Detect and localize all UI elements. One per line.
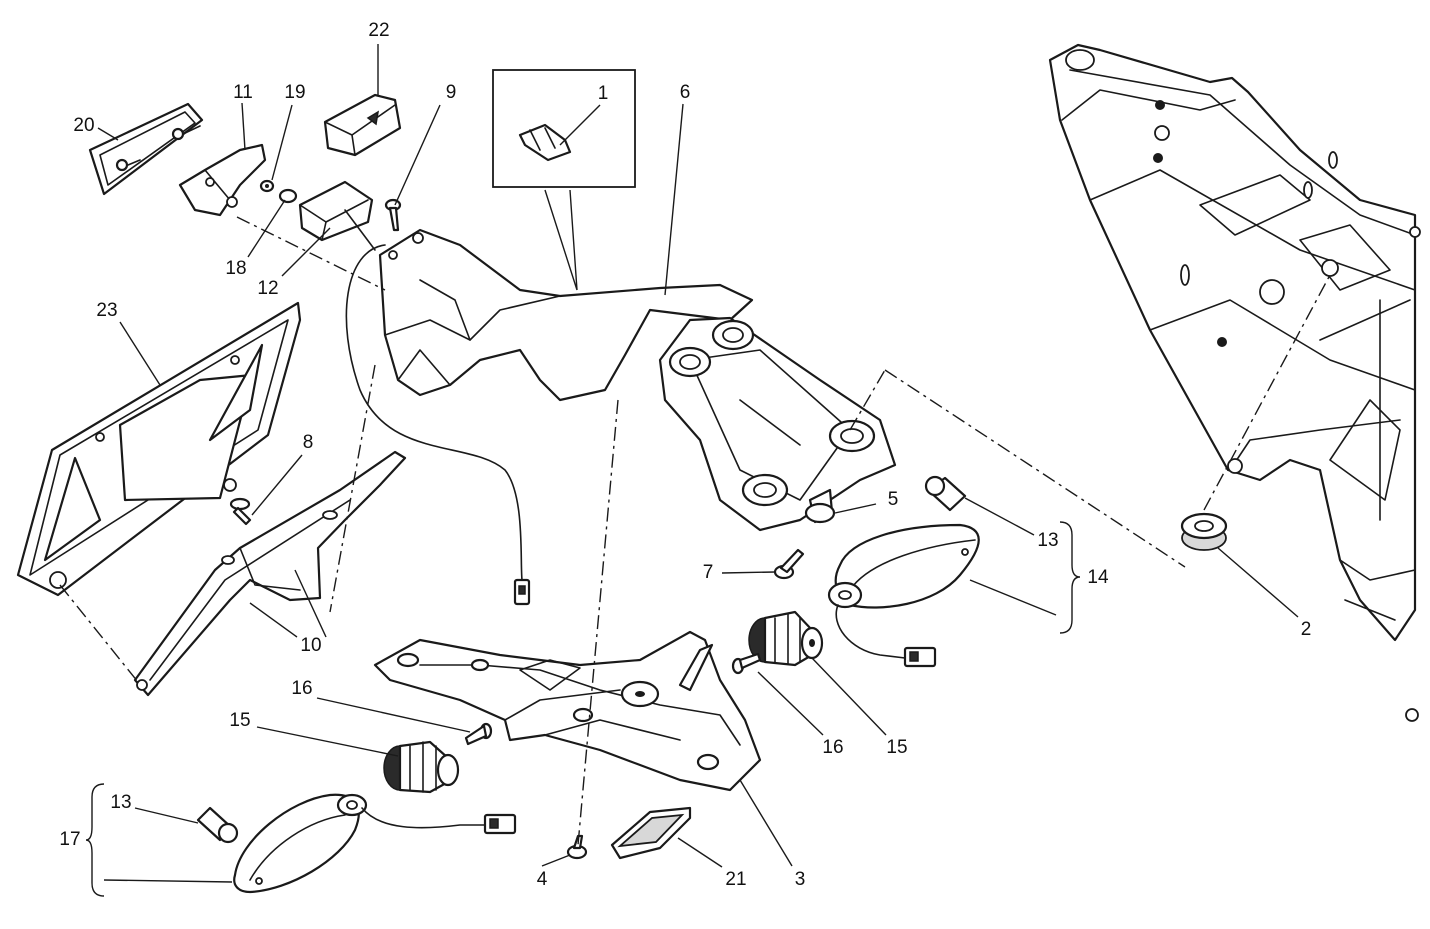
callout-22: 22 (368, 20, 389, 41)
callout-4: 4 (537, 869, 548, 890)
screw-16-left (464, 722, 493, 746)
detail-box (492, 69, 636, 188)
callout-13-right: 13 (1037, 530, 1058, 551)
screw-16-right (731, 652, 762, 675)
bulb-right (924, 475, 967, 512)
leader-lines (97, 44, 1299, 883)
cover (323, 93, 402, 157)
rubber-grommet (1180, 512, 1228, 551)
left-turn-signal (233, 793, 517, 894)
lower-bracket (373, 630, 762, 792)
spacer (804, 488, 836, 524)
callout-13-left: 13 (110, 792, 131, 813)
callout-11: 11 (233, 82, 253, 103)
callout-15-left: 15 (229, 710, 250, 731)
rubber-bellows-left (383, 740, 460, 794)
plate-bracket (133, 450, 407, 697)
mounting-plate (658, 316, 897, 532)
callout-2: 2 (1301, 619, 1312, 640)
callout-16-right: 16 (822, 737, 843, 758)
callout-6: 6 (680, 82, 691, 103)
group-brace-17 (85, 783, 105, 897)
callout-18: 18 (225, 258, 246, 279)
group-brace-14 (1059, 521, 1081, 634)
screw-9 (384, 198, 402, 232)
main-bracket (378, 228, 754, 402)
harness-cable (345, 244, 531, 606)
screw-4 (566, 834, 588, 860)
bulb-left (196, 806, 239, 844)
nut-18 (278, 188, 298, 204)
license-plate-holder (16, 301, 302, 597)
washer-19 (259, 179, 275, 193)
callout-7: 7 (703, 562, 714, 583)
callout-10: 10 (300, 635, 321, 656)
control-unit (298, 180, 376, 251)
rubber-bellows-right (748, 610, 824, 667)
callout-16-left: 16 (291, 678, 312, 699)
callout-17: 17 (59, 829, 80, 850)
callout-12: 12 (257, 278, 278, 299)
callout-labels: 1 2 3 4 5 6 7 8 9 10 11 12 13 13 14 15 1… (59, 20, 1311, 890)
callout-9: 9 (446, 82, 457, 103)
screw-7 (773, 548, 805, 580)
callout-1: 1 (598, 83, 609, 104)
screw-8 (229, 497, 252, 526)
rear-subframe (1048, 43, 1421, 722)
callout-8: 8 (303, 432, 314, 453)
callout-5: 5 (888, 489, 899, 510)
assembly-lines (59, 216, 1331, 846)
callout-14: 14 (1087, 567, 1109, 588)
callout-3: 3 (795, 869, 806, 890)
reflector (610, 806, 692, 860)
right-turn-signal (827, 523, 980, 668)
callout-19: 19 (284, 82, 305, 103)
callout-23: 23 (96, 300, 117, 321)
callout-15-right: 15 (886, 737, 907, 758)
callout-20: 20 (73, 115, 94, 136)
plate-light-bracket (178, 143, 267, 217)
callout-21: 21 (725, 869, 746, 890)
plate-light (88, 102, 204, 196)
